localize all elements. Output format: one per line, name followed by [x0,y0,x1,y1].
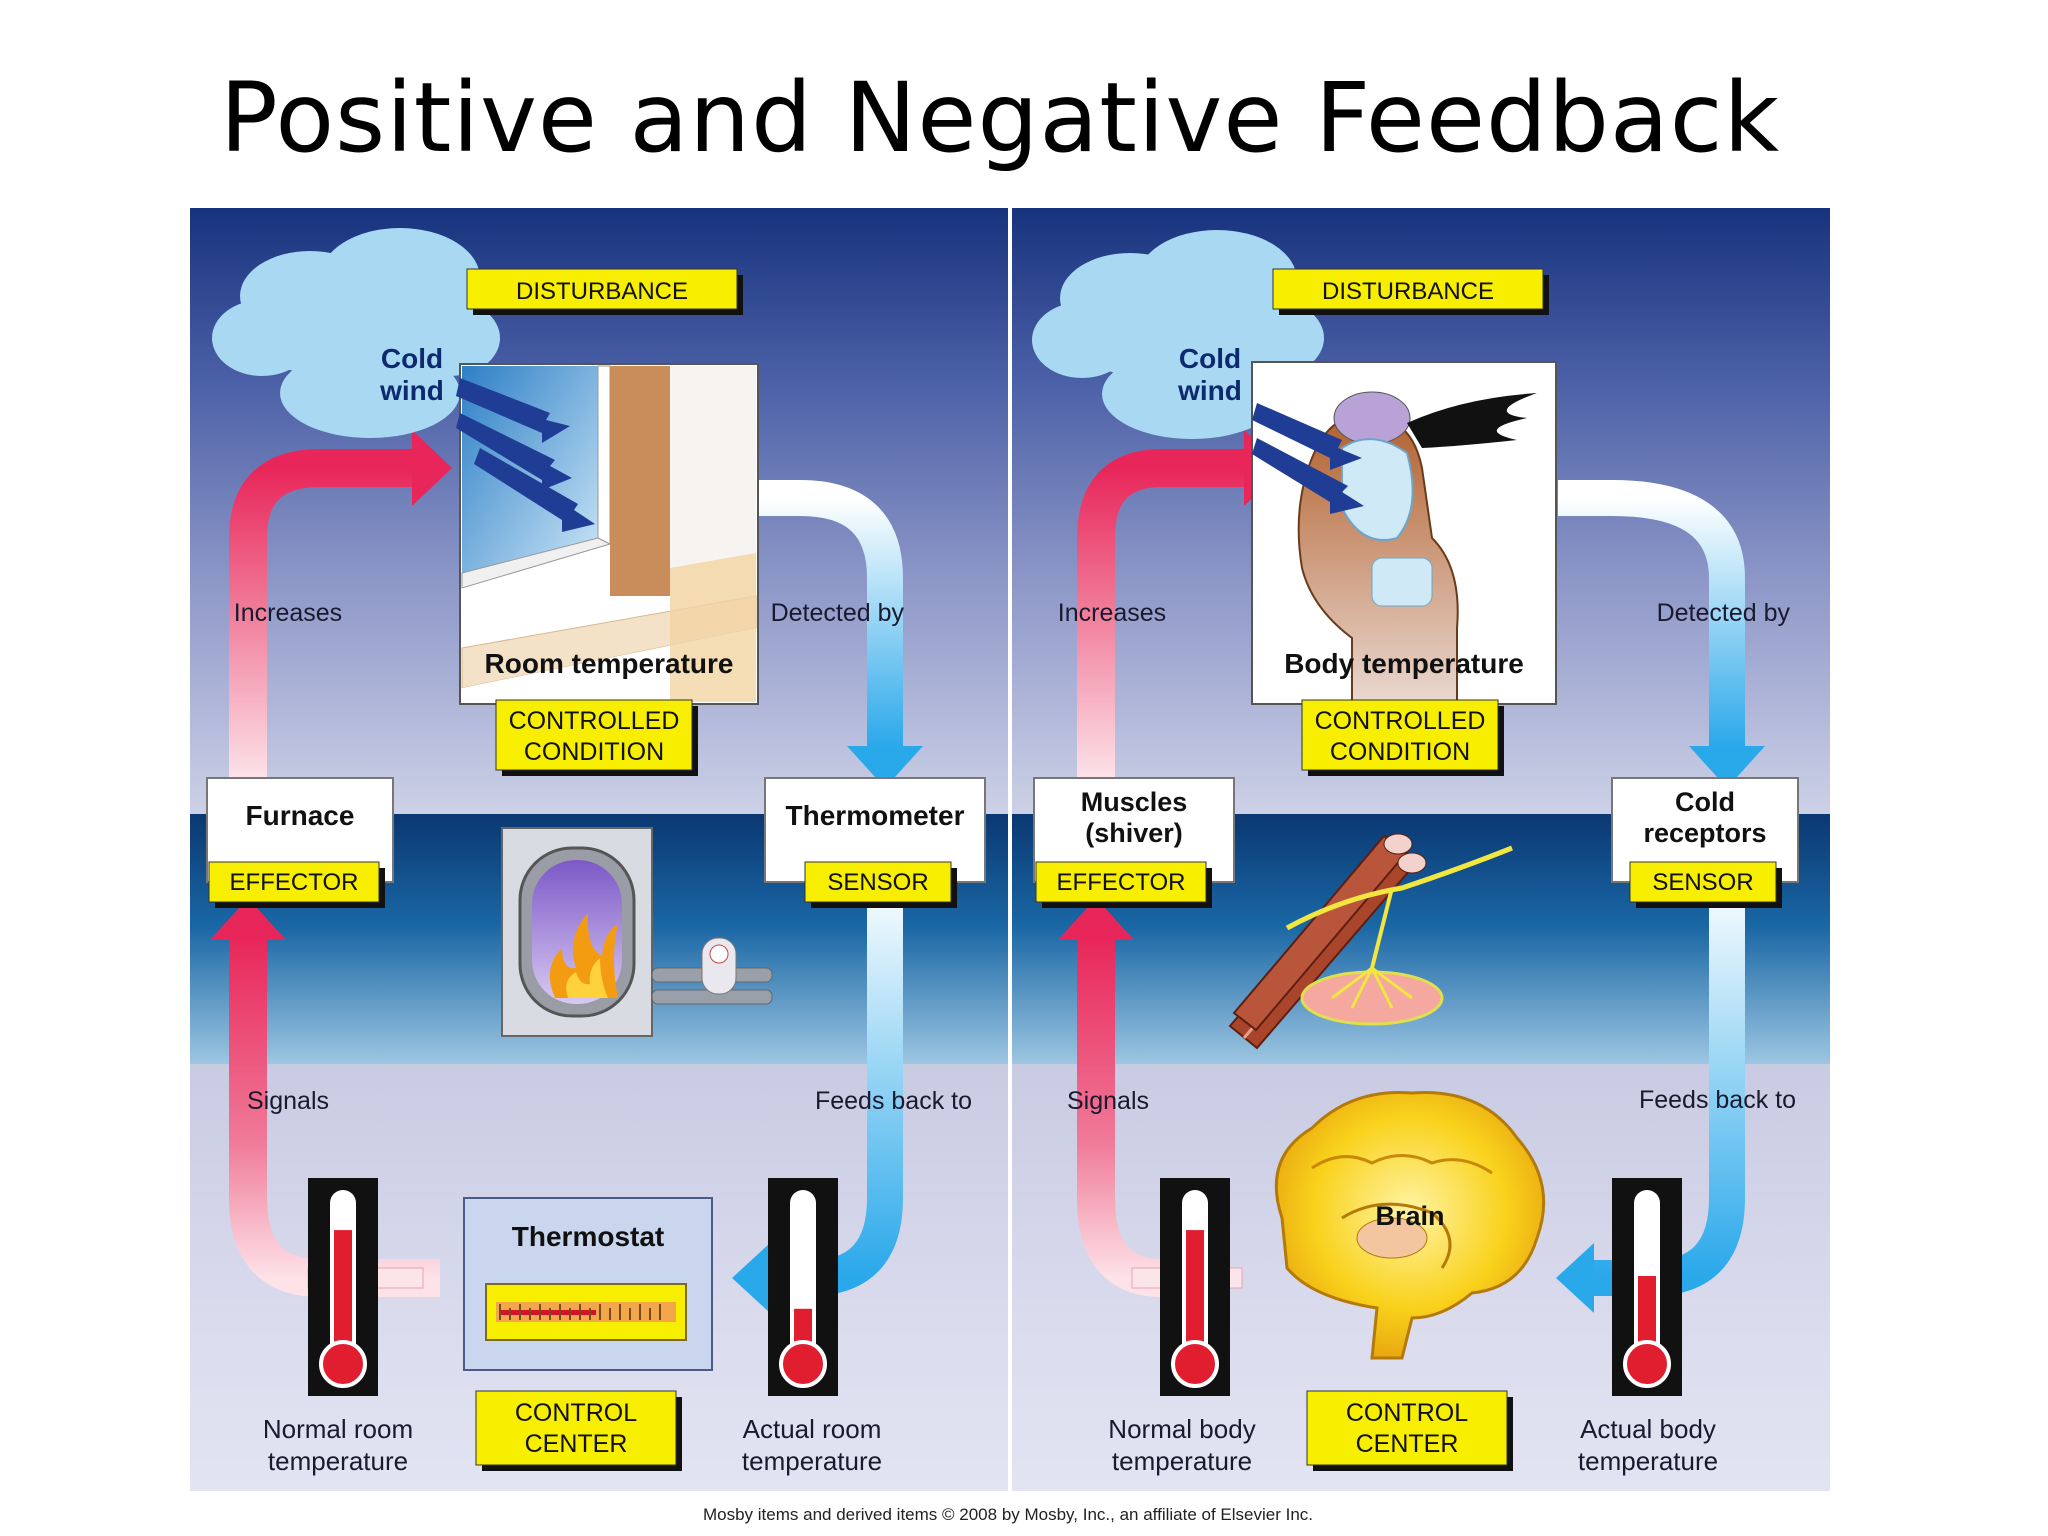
controlled-condition-tag: CONTROLLED CONDITION [495,699,698,776]
actual-temperature-label: Actual room [743,1414,882,1444]
normal-temperature-label: Normal room [263,1414,413,1444]
detected-by-label: Detected by [1657,599,1791,627]
sensor-box: Cold receptors SENSOR [1611,777,1799,908]
muscle-nerve-illustration [1228,833,1513,1050]
control-center-tag: CONTROL CENTER [1306,1390,1513,1471]
increases-label: Increases [234,599,342,627]
feeds-back-label: Feeds back to [1639,1086,1796,1114]
effector-name-line2: (shiver) [1085,818,1183,848]
disturbance-tag: DISTURBANCE [1272,268,1549,315]
actual-body-thermometer [1612,1178,1682,1396]
cloud-label: wind [379,375,444,406]
normal-room-thermometer [308,1178,378,1396]
svg-text:CONTROLLED: CONTROLLED [509,707,680,735]
controlled-condition-tag: CONTROLLED CONDITION [1301,699,1504,776]
actual-temperature-label-line2: temperature [742,1446,882,1476]
room-feedback-panel: Cold wind DISTURBANCE Room temperature [190,208,1008,1491]
detected-by-arrow [738,480,923,788]
effector-name: Furnace [246,800,355,831]
actual-room-thermometer [768,1178,838,1396]
increases-label: Increases [1058,599,1166,627]
effector-box: Muscles (shiver) EFFECTOR [1033,777,1235,908]
effector-tag: EFFECTOR [230,869,359,896]
svg-text:CENTER: CENTER [1356,1430,1459,1458]
actual-temperature-label-line2: temperature [1578,1446,1718,1476]
sensor-tag: SENSOR [1652,869,1753,896]
brain-illustration: Brain [1274,1090,1546,1360]
sensor-name: Cold [1675,787,1735,817]
effector-tag: EFFECTOR [1057,869,1186,896]
effector-name: Muscles [1081,787,1188,817]
control-center-name: Thermostat [512,1221,664,1252]
effector-box: Furnace EFFECTOR [206,777,394,908]
svg-text:CONDITION: CONDITION [524,738,664,766]
cold-wind-cloud: Cold wind [1032,230,1324,439]
slide-title: Positive and Negative Feedback [219,62,1781,174]
detected-by-label: Detected by [771,599,905,627]
svg-text:DISTURBANCE: DISTURBANCE [1322,278,1494,305]
person-in-wind-illustration: Body temperature [1251,361,1557,705]
sensor-box: Thermometer SENSOR [764,777,986,908]
normal-temperature-label-line2: temperature [268,1446,408,1476]
controlled-variable-name: Body temperature [1284,648,1524,679]
normal-temperature-label-line2: temperature [1112,1446,1252,1476]
svg-text:CONTROL: CONTROL [515,1399,637,1427]
thermostat-illustration: Thermostat [463,1197,713,1371]
sensor-name: Thermometer [786,800,965,831]
svg-text:CENTER: CENTER [525,1430,628,1458]
controlled-variable-name: Room temperature [485,648,734,679]
sensor-name-line2: receptors [1643,818,1766,848]
disturbance-tag: DISTURBANCE [466,268,743,315]
copyright-credit: Mosby items and derived items © 2008 by … [702,1505,1313,1524]
actual-temperature-label: Actual body [1580,1414,1716,1444]
svg-text:CONTROL: CONTROL [1346,1399,1468,1427]
sensor-tag: SENSOR [827,869,928,896]
normal-body-thermometer [1160,1178,1230,1396]
control-center-name: Brain [1375,1201,1444,1231]
increases-arrow [229,430,452,778]
control-center-tag: CONTROL CENTER [475,1390,682,1471]
svg-text:CONTROLLED: CONTROLLED [1315,707,1486,735]
detected-by-arrow [1558,480,1765,788]
signals-label: Signals [247,1087,329,1115]
cloud-label: Cold [1179,343,1241,374]
feeds-back-label: Feeds back to [815,1087,972,1115]
svg-text:DISTURBANCE: DISTURBANCE [516,278,688,305]
cloud-label: wind [1177,375,1242,406]
cloud-label: Cold [381,343,443,374]
svg-text:CONDITION: CONDITION [1330,738,1470,766]
cold-wind-cloud: Cold wind [212,228,500,438]
body-feedback-panel: Cold wind DISTURBANCE Body temperature C… [1012,208,1830,1491]
room-window-illustration: Room temperature [456,363,759,705]
furnace-illustration [501,827,773,1037]
signals-label: Signals [1067,1087,1149,1115]
normal-temperature-label: Normal body [1108,1414,1255,1444]
